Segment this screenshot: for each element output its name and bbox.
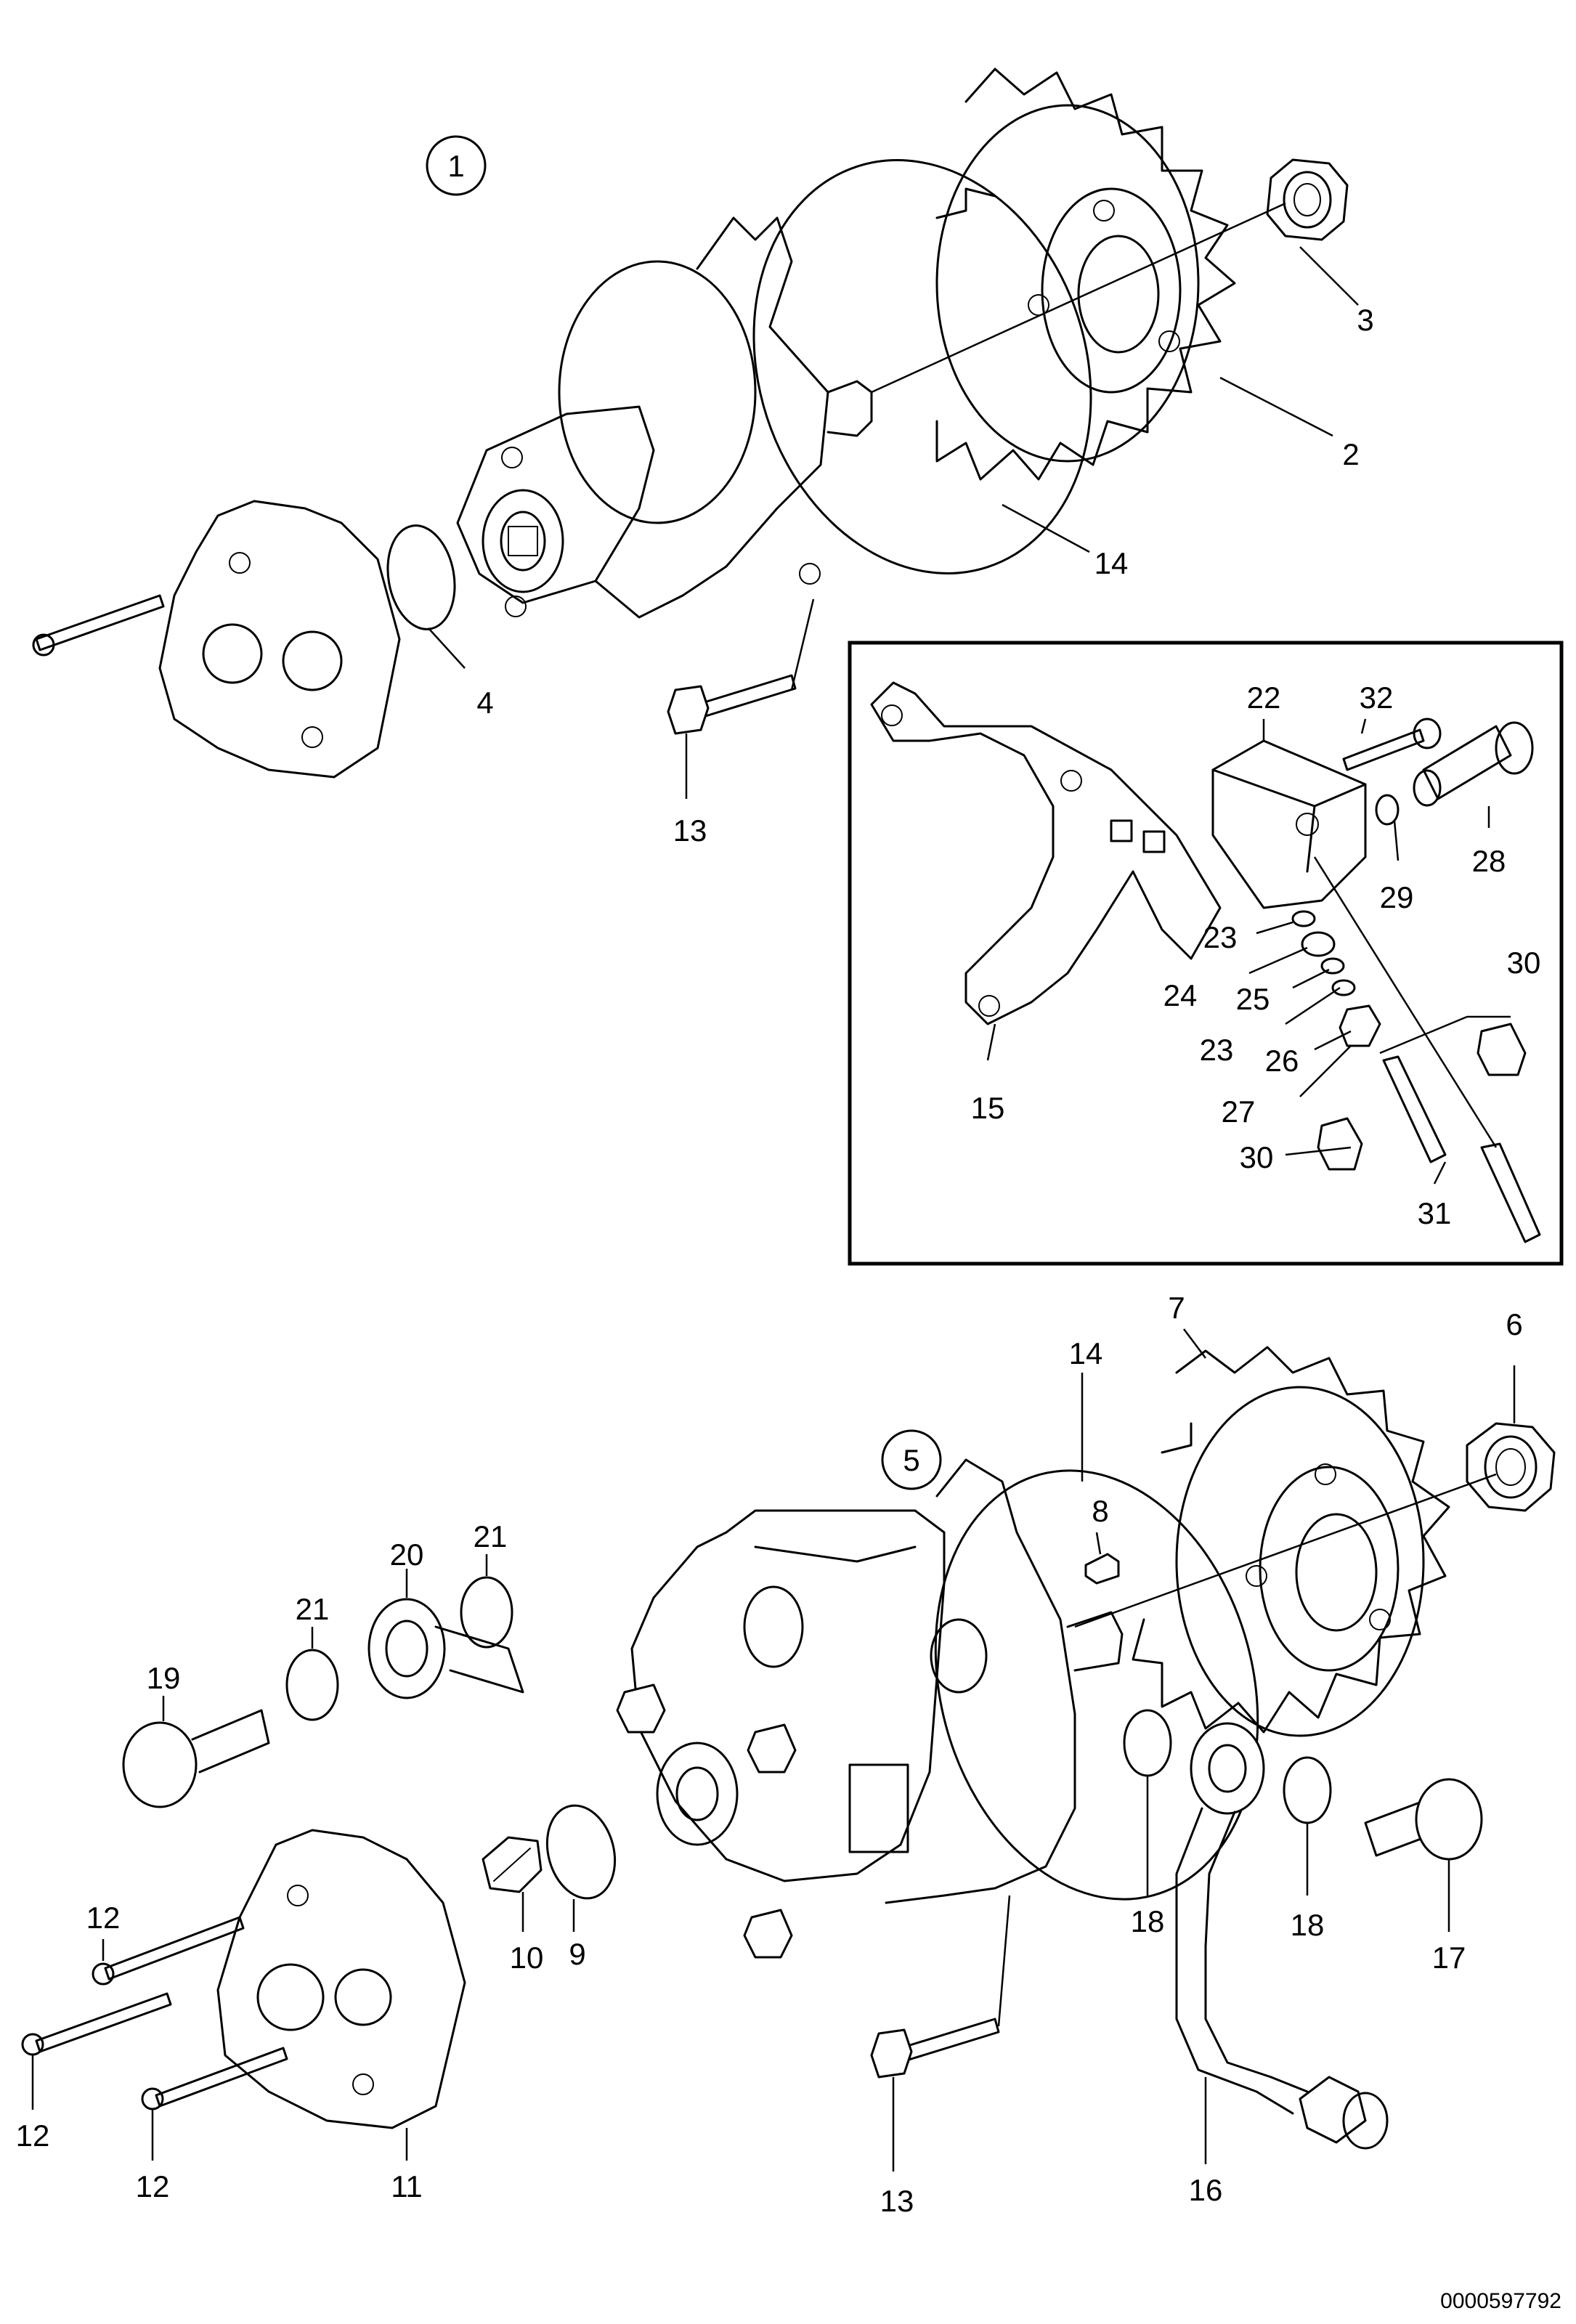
washer-part-21-left	[285, 1649, 339, 1721]
label-part-24: 24	[1163, 978, 1198, 1012]
bolt-upper-left	[32, 594, 165, 657]
label-part-14-upper: 14	[1094, 546, 1129, 580]
label-part-12-a: 12	[86, 1901, 121, 1935]
banjo-bolt-part-19	[122, 1709, 270, 1808]
label-part-13-upper: 13	[673, 813, 707, 848]
detail-inset: 22 32 28 29 23 24 25 23 26 27 30 30 31 1…	[848, 641, 1564, 1266]
label-part-10: 10	[510, 1941, 544, 1975]
label-part-30-right: 30	[1507, 946, 1541, 980]
label-part-23b: 23	[1200, 1033, 1234, 1067]
tube-part-31	[1382, 1055, 1541, 1243]
label-part-26: 26	[1265, 1044, 1299, 1078]
gear-part-7	[1132, 1346, 1450, 1737]
pump-housing-upper	[456, 216, 873, 619]
nut-part-3	[1266, 158, 1349, 241]
label-part-15: 15	[971, 1091, 1005, 1125]
washer-part-18-right	[1283, 1756, 1332, 1824]
label-part-4: 4	[476, 686, 493, 720]
label-part-18-left: 18	[1131, 1904, 1165, 1938]
label-part-11: 11	[391, 2169, 423, 2203]
label-part-28: 28	[1472, 844, 1506, 878]
label-part-32: 32	[1360, 680, 1394, 715]
label-part-9: 9	[569, 1937, 585, 1971]
fitting-part-28	[1413, 721, 1534, 807]
banjo-fitting-part-20	[367, 1598, 524, 1699]
small-parts-23-27	[1291, 910, 1381, 1047]
upper-assembly: 1	[32, 68, 1374, 848]
banjo-bolt-part-17	[1364, 1778, 1483, 1861]
label-part-6: 6	[1506, 1307, 1522, 1341]
label-part-27: 27	[1222, 1094, 1256, 1129]
label-part-21-right: 21	[474, 1519, 508, 1553]
o-ring-part-4	[386, 524, 456, 630]
washer-part-18-left	[1123, 1709, 1172, 1777]
nut-part-6	[1466, 1422, 1556, 1512]
label-part-18-right: 18	[1291, 1908, 1325, 1942]
assembly-marker-5-text: 5	[903, 1443, 919, 1477]
label-part-22: 22	[1247, 680, 1281, 715]
assembly-marker-5: 5	[881, 1429, 942, 1490]
pump-cover-upper	[158, 500, 401, 779]
bracket-part-15	[870, 681, 1222, 1025]
bolt-part-12-b	[21, 1992, 172, 2056]
assembly-marker-1-text: 1	[447, 149, 464, 183]
fitting-part-30-right	[1477, 1023, 1527, 1076]
label-part-30-left: 30	[1240, 1140, 1274, 1174]
bolt-part-12-a	[92, 1916, 245, 1986]
bolt-part-13-lower	[870, 2018, 1000, 2079]
label-part-25: 25	[1236, 982, 1270, 1016]
label-part-2: 2	[1342, 437, 1359, 471]
lower-assembly: 5	[16, 1291, 1556, 2218]
o-ring-part-14-upper	[752, 159, 1092, 574]
label-part-7: 7	[1168, 1291, 1185, 1325]
label-part-17: 17	[1432, 1941, 1466, 1975]
washer-part-21-right	[460, 1576, 513, 1649]
pump-cover-part-11	[216, 1829, 466, 2129]
fitting-part-30-left	[1317, 1117, 1363, 1171]
bolt-part-13-upper	[667, 674, 797, 735]
o-ring-part-9	[545, 1804, 617, 1900]
label-part-12-c: 12	[136, 2169, 170, 2203]
label-part-20: 20	[390, 1537, 424, 1572]
plug-part-10	[482, 1836, 543, 1893]
gear-part-2	[935, 68, 1236, 481]
block-part-22	[1211, 739, 1367, 909]
label-part-31: 31	[1418, 1196, 1452, 1230]
label-part-21-left: 21	[296, 1592, 330, 1626]
o-ring-part-14-lower	[934, 1469, 1259, 1901]
bolt-part-12-c	[141, 2047, 288, 2110]
label-part-12-b: 12	[16, 2118, 50, 2153]
label-part-3: 3	[1357, 303, 1373, 337]
label-part-8: 8	[1092, 1494, 1108, 1528]
label-part-16: 16	[1189, 2173, 1223, 2207]
washer-part-29	[1375, 794, 1400, 826]
label-part-14-lower: 14	[1069, 1336, 1103, 1370]
label-part-23a: 23	[1203, 920, 1238, 954]
label-part-29: 29	[1380, 880, 1414, 914]
key-part-8	[1084, 1553, 1120, 1585]
label-part-13-lower: 13	[880, 2184, 914, 2218]
drawing-number: 0000597792	[1440, 2289, 1561, 2313]
assembly-marker-1: 1	[426, 135, 487, 196]
pipe-part-16	[1175, 1722, 1389, 2150]
pump-body-lower	[616, 1458, 1124, 1959]
bolt-part-32	[1342, 718, 1442, 771]
label-part-19: 19	[147, 1661, 181, 1695]
